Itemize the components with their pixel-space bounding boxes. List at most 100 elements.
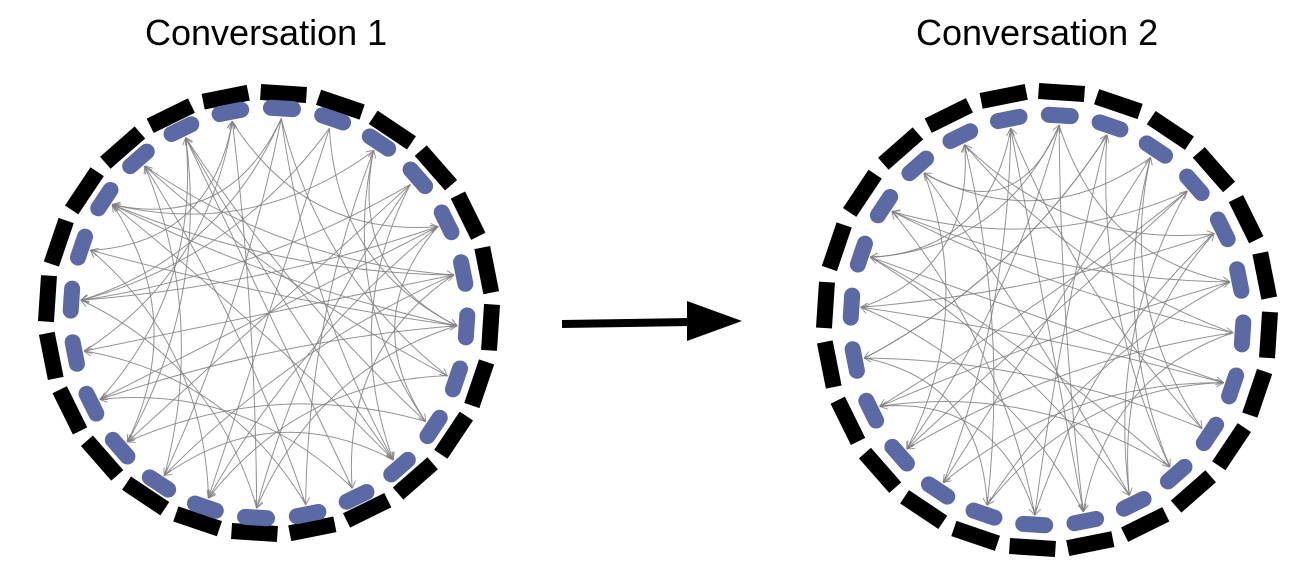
edge-arrow <box>871 128 1012 258</box>
speaker-segment <box>414 145 458 191</box>
edge-arrow <box>145 166 182 476</box>
edge-arrow <box>892 212 1036 515</box>
conversation-1-graph <box>37 83 501 543</box>
utterance-node <box>419 409 448 445</box>
utterance-node <box>920 476 956 505</box>
utterance-node <box>1040 106 1079 125</box>
edge-arrow <box>280 118 447 375</box>
edge-arrow <box>186 138 426 422</box>
speaker-segment <box>842 169 882 217</box>
utterance-node <box>869 188 899 224</box>
edge-arrow <box>128 138 191 441</box>
edge-arrow <box>965 145 995 505</box>
edge-arrow <box>943 129 1011 483</box>
utterance-node <box>186 495 224 519</box>
edge-arrow <box>1034 135 1107 515</box>
speaker-segment <box>38 331 64 381</box>
utterance-node <box>314 107 352 131</box>
edge-arrow <box>81 300 258 508</box>
utterance-node <box>288 503 327 525</box>
edge-arrow <box>144 165 453 275</box>
speaker-segment <box>1146 110 1194 150</box>
utterance-node <box>1209 211 1236 248</box>
utterance-node <box>433 204 460 241</box>
edge-arrow <box>185 137 393 459</box>
transition-arrow-icon <box>561 301 742 341</box>
speaker-segment <box>37 275 57 323</box>
utterance-node <box>884 438 915 472</box>
speaker-segment <box>343 492 392 528</box>
speaker-segment <box>464 359 495 409</box>
edge-arrow <box>870 256 1170 466</box>
speaker-segment <box>434 411 474 459</box>
speaker-segment <box>288 516 337 542</box>
edge-arrow <box>363 151 426 422</box>
edge-arrow <box>907 173 947 448</box>
utterance-node <box>1115 490 1152 517</box>
edge-arrow <box>145 166 307 505</box>
utterance-node <box>1015 515 1054 534</box>
edge-arrow <box>91 250 457 327</box>
edge-arrow <box>879 282 1229 407</box>
speaker-segment <box>52 386 88 435</box>
utterance-node <box>1091 114 1129 138</box>
speaker-segment <box>1192 147 1236 193</box>
conversation-1-title: Conversation 1 <box>145 12 388 53</box>
utterance-node <box>844 341 865 379</box>
speaker-segment <box>815 281 835 329</box>
edges <box>81 118 456 507</box>
utterance-node <box>361 128 397 157</box>
speaker-segment <box>201 84 250 110</box>
utterance-node <box>1233 314 1252 353</box>
edge-arrow <box>81 183 411 300</box>
edge-arrow <box>924 125 1059 193</box>
edge-arrow <box>907 332 1233 449</box>
utterance-node <box>262 99 301 118</box>
speaker-segment <box>1009 538 1056 557</box>
utterance-node <box>237 508 276 527</box>
edge-arrow <box>880 191 1188 406</box>
edge-arrow <box>1011 129 1203 429</box>
edge-arrow <box>1133 158 1171 467</box>
utterance-node <box>104 431 136 465</box>
utterance-node <box>1138 135 1174 164</box>
speaker-segment <box>821 222 852 272</box>
edge-arrow <box>965 145 1233 334</box>
edge-arrow <box>165 118 282 475</box>
speaker-segment <box>816 340 842 389</box>
edge-arrow <box>306 150 374 504</box>
utterance-node <box>1159 458 1193 490</box>
edge-arrow <box>892 190 1188 230</box>
edge-arrow <box>257 325 457 508</box>
speaker-segment <box>316 89 365 120</box>
edge-arrow <box>865 358 1202 429</box>
edge-arrow <box>907 125 1060 448</box>
utterance-node <box>901 150 935 182</box>
speaker-segment <box>1252 251 1278 300</box>
speaker-segment <box>1242 368 1273 418</box>
speaker-segment <box>1259 311 1279 359</box>
edge-arrow <box>987 281 1230 505</box>
edge-arrow <box>100 326 456 400</box>
utterance-node <box>989 108 1028 130</box>
speaker-segment <box>1038 83 1085 102</box>
edge-arrow <box>113 205 457 327</box>
utterance-node <box>444 360 469 398</box>
utterance-node <box>858 392 885 429</box>
edge-arrow <box>165 431 394 475</box>
utterance-node <box>383 451 416 483</box>
utterance-node <box>965 502 1003 526</box>
edge-arrow <box>112 151 374 215</box>
edge-arrow <box>280 118 393 459</box>
edge-arrow <box>1083 332 1233 511</box>
edge-arrow <box>986 383 1223 505</box>
utterance-node <box>453 254 474 292</box>
edge-arrow <box>113 205 394 460</box>
utterance-node <box>141 469 177 498</box>
edge-arrow <box>861 307 1084 512</box>
edge-arrow <box>164 275 454 476</box>
edge-arrow <box>924 173 1130 496</box>
edge-arrow <box>232 122 258 508</box>
edge-arrow <box>1010 128 1084 512</box>
